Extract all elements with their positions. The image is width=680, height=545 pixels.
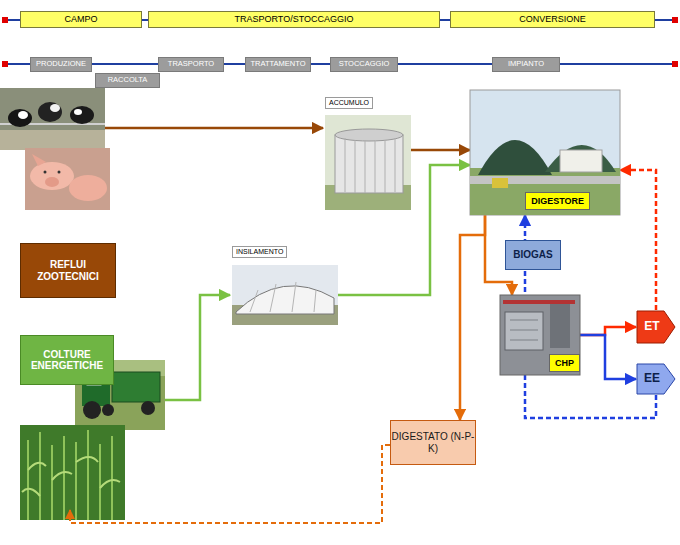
caption-tag: ACCUMULO	[325, 97, 373, 109]
stage-box: CONVERSIONE	[450, 11, 655, 28]
storage-group: ACCUMULO	[325, 97, 411, 210]
pig-photo	[25, 148, 110, 210]
digester-dome	[545, 145, 616, 172]
cow-head	[70, 106, 94, 124]
silage-group: INSILAMENTO	[232, 246, 338, 325]
node-label: IMPIANTO	[508, 60, 544, 69]
digester-ground	[470, 168, 620, 215]
chp-group: CHP	[500, 295, 580, 375]
flow-line	[70, 445, 390, 523]
step-box: TRATTAMENTO	[245, 57, 311, 72]
bar-end	[2, 61, 8, 67]
digester-photo	[470, 90, 620, 215]
cow-patch	[50, 104, 60, 112]
pig-ear	[32, 154, 46, 166]
node-label: REFLUI ZOOTECNICI	[21, 259, 115, 282]
pig-head	[30, 162, 74, 190]
flow-connector	[411, 149, 470, 152]
flow-connector	[460, 215, 485, 420]
cow-photo-floor	[0, 130, 105, 150]
cow-head	[38, 102, 62, 122]
step-box: IMPIANTO	[492, 57, 560, 72]
stage-box: CAMPO	[20, 11, 142, 28]
bar-end	[672, 61, 678, 67]
cow-patch	[18, 111, 28, 119]
trailer	[112, 372, 160, 402]
trailer-wheel	[141, 401, 155, 415]
stage-box: TRASPORTO/STOCCAGGIO	[148, 11, 440, 28]
arrow-outline	[637, 364, 675, 394]
tank-ribs	[345, 138, 395, 193]
flow-connector	[580, 335, 636, 379]
source-box: COLTURE ENERGETICHE	[20, 335, 114, 385]
source-box: REFLUI ZOOTECNICI	[20, 243, 116, 298]
node-label: EE	[644, 372, 660, 386]
node-label: BIOGAS	[513, 249, 552, 261]
engine-block	[505, 312, 543, 350]
tractor-wheel	[102, 404, 114, 416]
product-box: DIGESTATO (N-P-K)	[390, 420, 476, 465]
engine-cylinder	[550, 300, 570, 348]
corn-photo	[20, 425, 125, 520]
digester-group: DIGESTORE	[470, 90, 620, 215]
pig-eye	[44, 171, 47, 174]
node-label: COLTURE ENERGETICHE	[21, 349, 113, 372]
product-box: BIOGAS	[505, 240, 561, 270]
node-label: STOCCAGGIO	[339, 60, 390, 69]
tank-body	[335, 135, 403, 193]
caption-tag: DIGESTORE	[525, 192, 590, 210]
node-label: DIGESTATO (N-P-K)	[391, 431, 475, 454]
digester-building	[560, 150, 602, 172]
cow-patch	[74, 109, 82, 115]
tank-photo	[325, 115, 411, 210]
flow-line	[105, 127, 323, 130]
bar-end	[672, 17, 678, 23]
tractor-wheel	[83, 401, 101, 419]
pig-snout	[45, 177, 59, 187]
node-label: CAMPO	[64, 14, 97, 24]
pig-head	[69, 175, 107, 201]
step-box: TRASPORTO	[158, 57, 224, 72]
output-arrow: ET	[636, 310, 676, 344]
step-box: PRODUZIONE	[30, 57, 92, 72]
flow-connector	[620, 170, 656, 310]
loader	[492, 178, 508, 188]
node-label: PRODUZIONE	[36, 60, 86, 69]
bar-end	[2, 17, 8, 23]
engine-ribs	[510, 320, 538, 340]
silage-photo	[232, 265, 338, 325]
step-box: RACCOLTA	[95, 73, 160, 88]
node-label: TRATTAMENTO	[251, 60, 306, 69]
chp-photo	[500, 295, 580, 375]
node-label: TRASPORTO/STOCCAGGIO	[234, 14, 353, 24]
node-label: ET	[644, 320, 659, 334]
caption-tag: CHP	[549, 354, 580, 372]
pig-eye	[58, 171, 61, 174]
caption-tag: INSILAMENTO	[232, 246, 287, 258]
flow-line	[165, 295, 230, 400]
pipe	[503, 300, 575, 304]
node-label: CONVERSIONE	[519, 14, 586, 24]
corn-stalks	[28, 430, 112, 520]
digester-dome	[478, 140, 552, 175]
arrow-outline	[637, 311, 675, 343]
corn-leaves	[22, 457, 120, 496]
cow-photo	[0, 88, 105, 150]
step-box: STOCCAGGIO	[330, 57, 398, 72]
node-label: RACCOLTA	[108, 76, 148, 85]
silage-folds	[250, 282, 316, 312]
cow-head	[8, 109, 32, 127]
output-arrow: EE	[636, 363, 676, 395]
node-label: TRASPORTO	[168, 60, 214, 69]
